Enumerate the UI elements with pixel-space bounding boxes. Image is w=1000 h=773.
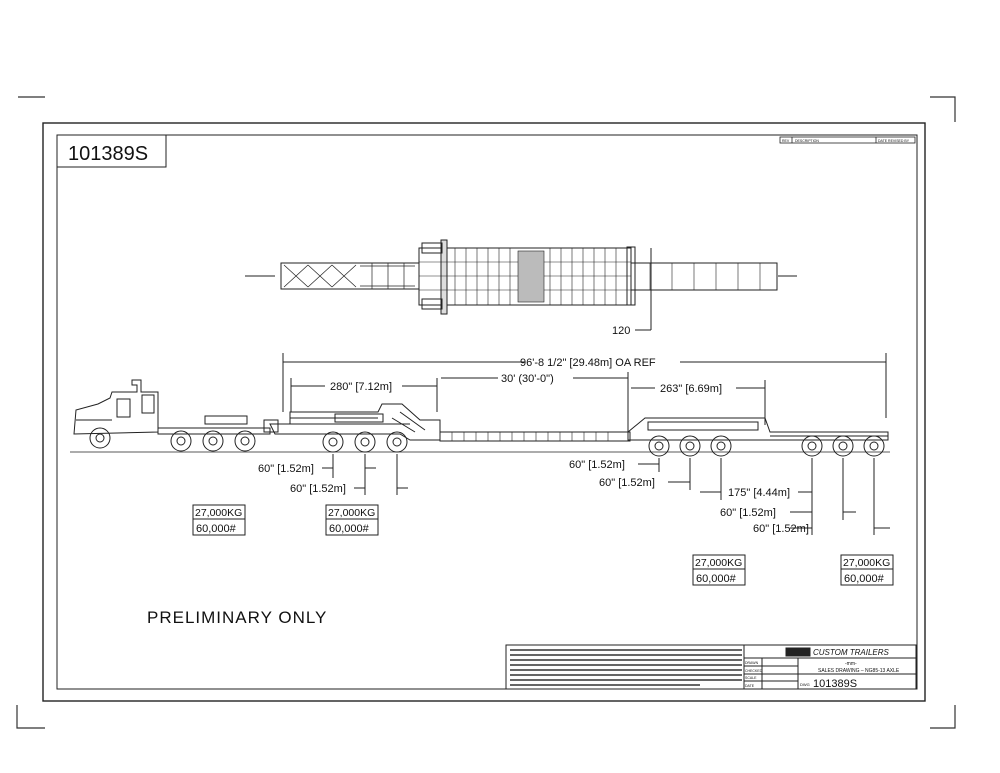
- main-deck: [439, 431, 631, 442]
- axle-load-4-lb: 60,000#: [844, 573, 885, 585]
- axle-load-1-kg: 27,000KG: [195, 507, 242, 519]
- drawing-number: 101389S: [68, 143, 148, 165]
- overall-length-dimension: 96'-8 1/2" [29.48m] OA REF: [520, 357, 656, 369]
- dwg-no-label: DWG: [800, 682, 810, 687]
- rear-section-dimension: 263" [6.69m]: [660, 383, 722, 395]
- revision-header: [779, 136, 916, 144]
- front-axle-spacing: [322, 454, 408, 495]
- title-subtitle: -mm-: [845, 661, 857, 667]
- front-trailer: [269, 403, 441, 453]
- overall-dimension-line: [282, 353, 887, 432]
- rear-dolly: [627, 417, 889, 457]
- plan-width-dimension: 120: [612, 325, 630, 337]
- drawn-label: DRAWN: [745, 661, 759, 665]
- company-name: CUSTOM TRAILERS: [813, 648, 890, 657]
- rev-description-label: DESCRIPTION: [795, 139, 819, 143]
- title-block-drawing-number: 101389S: [813, 678, 857, 690]
- preliminary-stamp: PRELIMINARY ONLY: [147, 608, 327, 627]
- rev-label: REV: [782, 139, 790, 143]
- scale-label: SCALE: [745, 676, 757, 680]
- axle-load-boxes: [192, 504, 894, 586]
- crop-marks: [16, 96, 956, 729]
- rear-spacing-1: 60" [1.52m]: [569, 459, 625, 471]
- rev-date-label: DATE REVISED BY: [878, 139, 910, 143]
- axle-load-3-lb: 60,000#: [696, 573, 737, 585]
- front-spacing-2: 60" [1.52m]: [290, 483, 346, 495]
- rear-axle-spacing: [638, 458, 890, 535]
- axle-load-2-lb: 60,000#: [329, 523, 370, 535]
- axle-load-2-kg: 27,000KG: [328, 507, 375, 519]
- date-label: DATE: [745, 684, 755, 688]
- inner-border: [56, 134, 918, 690]
- front-section-dimension: 280" [7.12m]: [330, 381, 392, 393]
- confidentiality-notice: [510, 649, 742, 686]
- rear-spacing-2: 60" [1.52m]: [599, 477, 655, 489]
- front-spacing-1: 60" [1.52m]: [258, 463, 314, 475]
- truck: [73, 379, 279, 452]
- title-block: [505, 644, 917, 690]
- rear-gap: 175" [4.44m]: [728, 487, 790, 499]
- axle-load-1-lb: 60,000#: [196, 523, 237, 535]
- checked-label: CHECKED: [745, 669, 763, 673]
- axle-load-3-kg: 27,000KG: [695, 557, 742, 569]
- axle-load-4-kg: 27,000KG: [843, 557, 890, 569]
- rear-spacing-4: 60" [1.52m]: [753, 523, 809, 535]
- drawing-number-box: [56, 134, 167, 168]
- sheet-border: [42, 122, 926, 702]
- deck-length-dimension: 30' (30'-0"): [501, 373, 554, 385]
- rear-spacing-3: 60" [1.52m]: [720, 507, 776, 519]
- plan-view: [245, 239, 797, 331]
- drawing-title: SALES DRAWING – NG85-13 AXLE: [818, 668, 900, 674]
